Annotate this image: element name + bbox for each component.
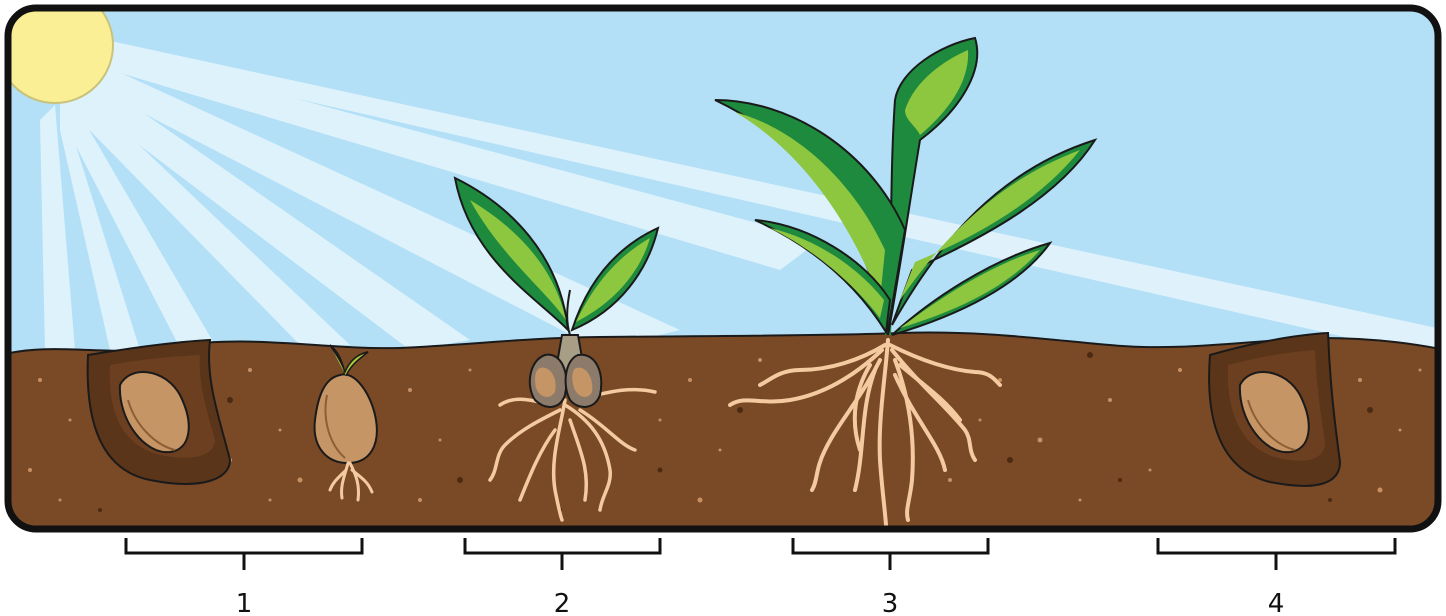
bracket-2 [465,538,660,570]
stage-label-2: 2 [554,589,571,616]
stage-label-1: 1 [236,589,253,616]
stage-brackets [126,538,1395,570]
bracket-4 [1158,538,1395,570]
bracket-1 [126,538,362,570]
bracket-3 [793,538,988,570]
stage-label-4: 4 [1268,589,1285,616]
stage-label-3: 3 [882,589,899,616]
